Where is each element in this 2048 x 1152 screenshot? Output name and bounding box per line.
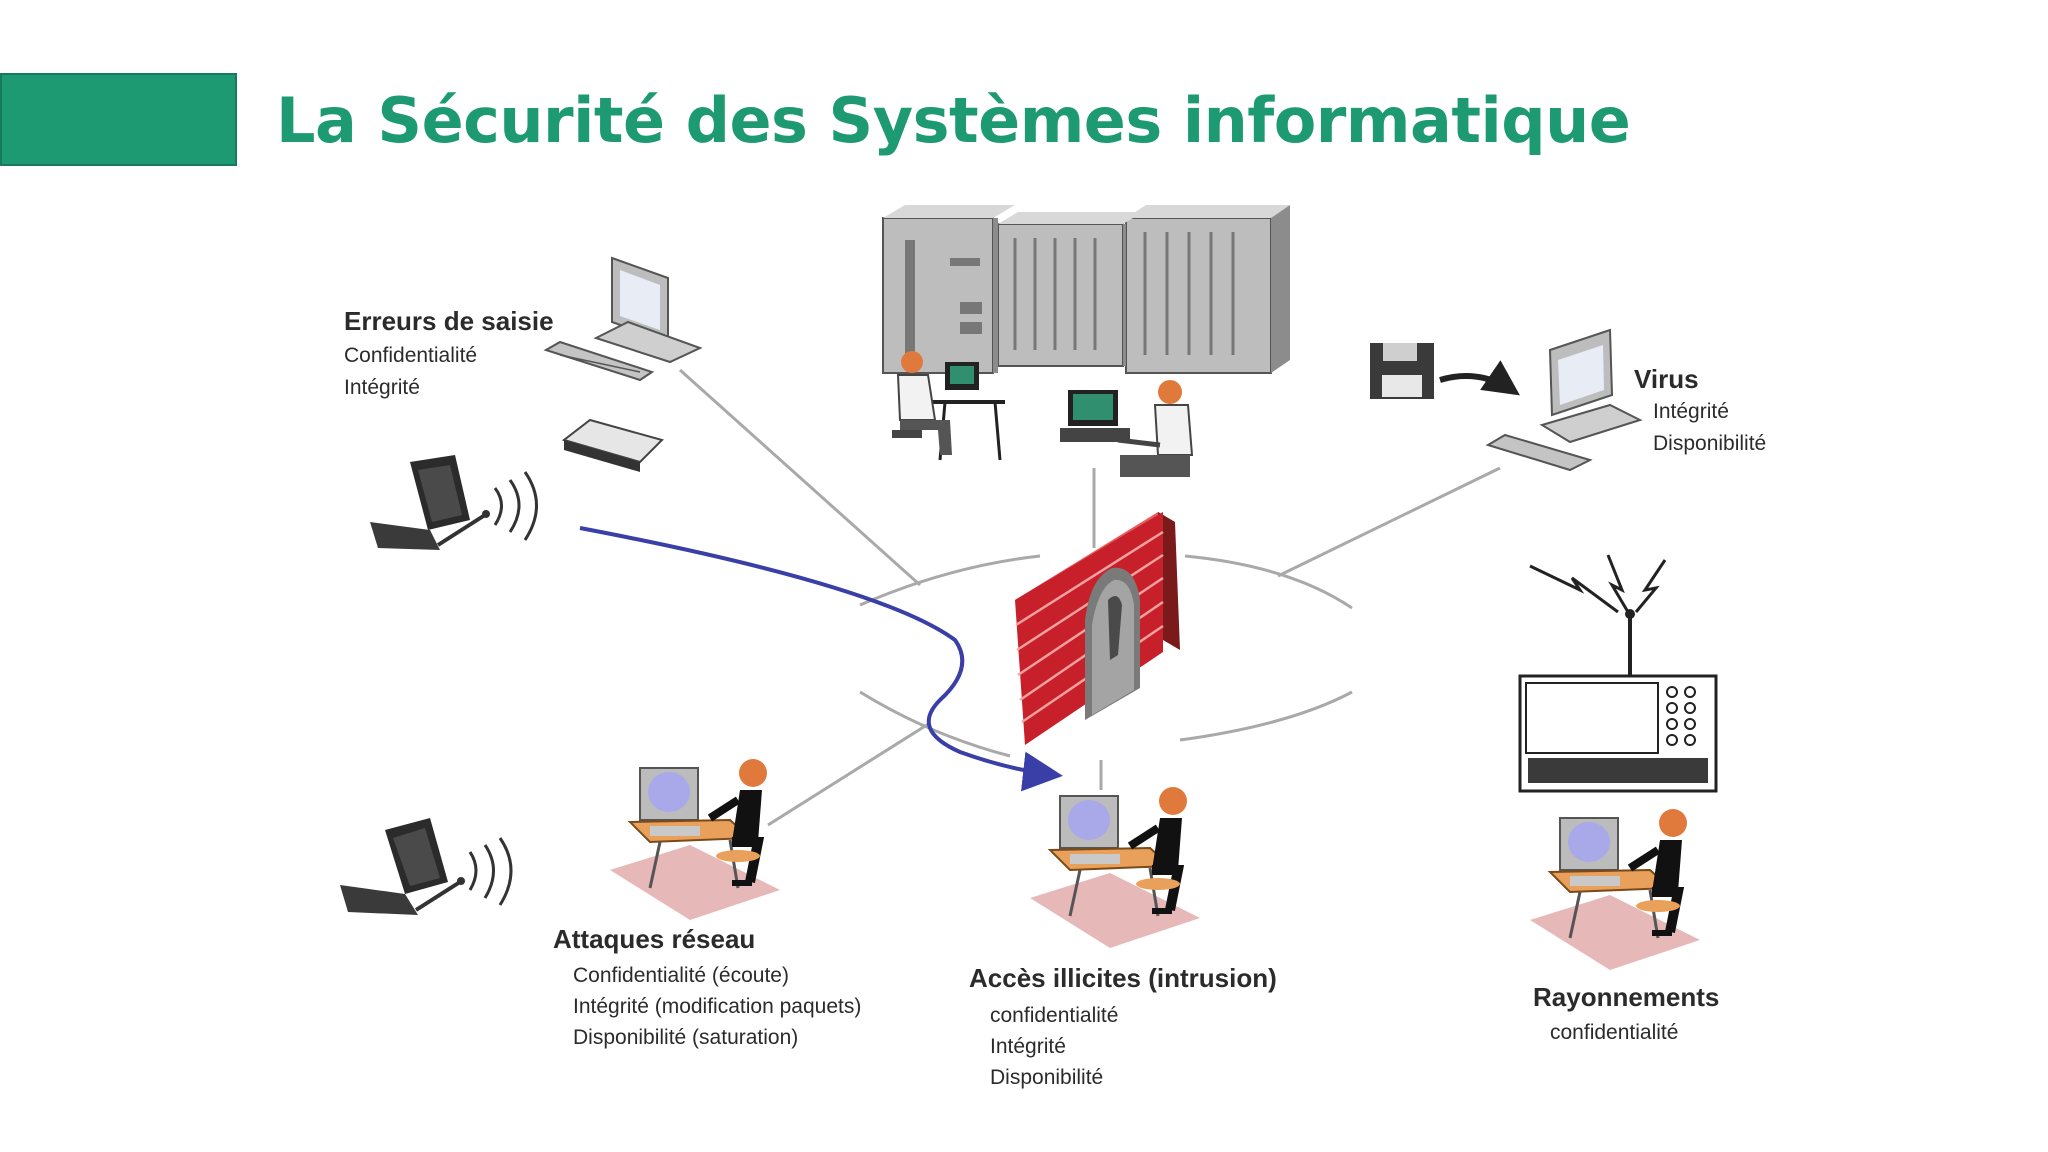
impact-item: Intégrité (modification paquets) — [573, 995, 861, 1018]
network-spokes — [678, 368, 1501, 827]
group-title: Accès illicites (intrusion) — [969, 963, 1277, 993]
group-intrusion: Accès illicites (intrusion) confidential… — [969, 963, 1277, 1089]
group-title: Virus — [1634, 364, 1699, 394]
impact-item: Disponibilité — [1653, 432, 1766, 455]
group-title: Attaques réseau — [553, 924, 755, 954]
hacker-workstation-icon — [1530, 809, 1700, 970]
mainframe-servers-icon — [882, 205, 1290, 374]
operator-console-icon — [892, 351, 1005, 461]
impact-item: confidentialité — [990, 1004, 1118, 1027]
group-title: Erreurs de saisie — [344, 306, 554, 336]
impact-item: Disponibilité — [990, 1066, 1103, 1089]
floppy-disk-icon — [1370, 343, 1434, 399]
hacker-workstation-icon — [1030, 787, 1200, 948]
impact-item: Confidentialité (écoute) — [573, 964, 789, 987]
impact-item: confidentialité — [1550, 1021, 1678, 1044]
group-virus: Virus Intégrité Disponibilité — [1634, 364, 1766, 455]
group-title: Rayonnements — [1533, 982, 1719, 1012]
hacker-workstation-icon — [610, 759, 780, 920]
wireless-laptop-icon — [340, 818, 513, 915]
impact-item: Disponibilité (saturation) — [573, 1026, 798, 1049]
radio-receiver-icon — [1518, 554, 1718, 793]
title-accent-bar — [0, 73, 237, 166]
impact-item: Intégrité — [990, 1035, 1066, 1058]
arrow-icon — [1439, 360, 1520, 396]
desktop-computer-icon — [543, 256, 703, 472]
operator-console-icon — [1060, 380, 1194, 477]
impact-item: Intégrité — [344, 376, 420, 399]
impact-item: Intégrité — [1653, 400, 1729, 423]
attack-path-arrow — [579, 526, 1063, 792]
impact-item: Confidentialité — [344, 344, 477, 367]
wireless-laptop-icon — [370, 455, 538, 550]
infected-computer-icon — [1485, 328, 1643, 472]
group-input-errors: Erreurs de saisie Confidentialité Intégr… — [344, 306, 554, 399]
group-radiation: Rayonnements confidentialité — [1533, 982, 1719, 1044]
slide-title: La Sécurité des Systèmes informatique — [276, 84, 1631, 157]
group-network-attacks: Attaques réseau Confidentialité (écoute)… — [553, 924, 861, 1049]
firewall-brick-wall-icon — [1015, 512, 1180, 745]
